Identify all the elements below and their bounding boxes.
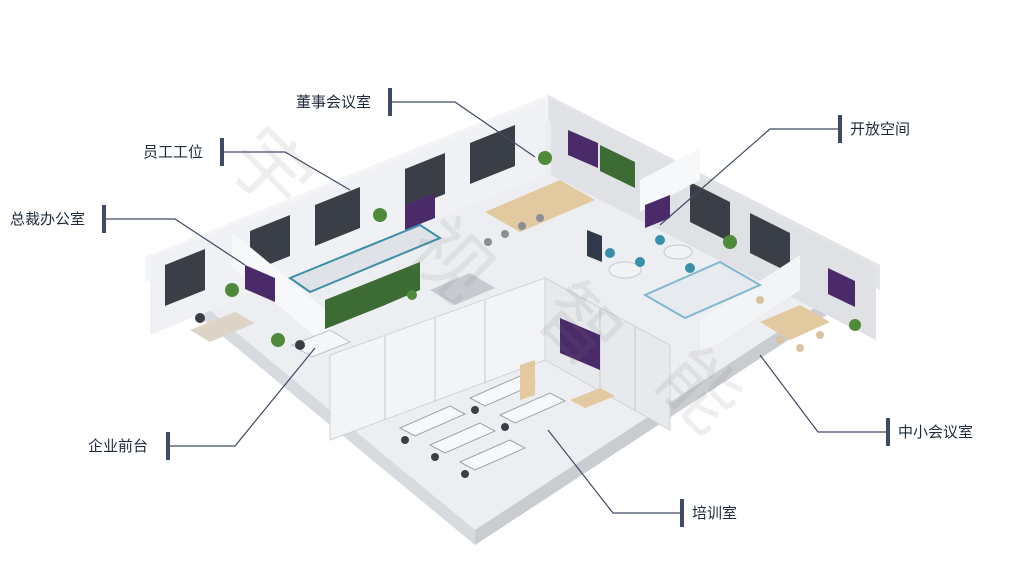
tick-open-space xyxy=(838,115,842,143)
partition-open xyxy=(640,148,700,212)
tick-training xyxy=(680,499,684,527)
tick-staff-desks xyxy=(220,138,224,166)
podium xyxy=(520,360,535,400)
plants xyxy=(225,151,861,347)
tick-meeting-room xyxy=(886,418,890,446)
lounge-sofa xyxy=(430,273,495,305)
tick-board-room xyxy=(388,88,392,116)
ceo-desk xyxy=(190,312,255,342)
floor-edge-right xyxy=(475,265,880,545)
round-table-1 xyxy=(608,261,642,279)
staff-desks xyxy=(287,223,443,294)
glass-dividers xyxy=(384,300,636,420)
windows-right xyxy=(690,182,790,273)
open-desks xyxy=(642,260,763,320)
leader-meeting-room xyxy=(759,354,888,433)
reception-desk xyxy=(290,329,352,358)
partition-meeting xyxy=(700,255,800,355)
round-table-2 xyxy=(663,244,693,260)
leader-ceo-office xyxy=(106,218,246,266)
leader-board-room xyxy=(392,101,536,158)
label-staff-desks: 员工工位 xyxy=(143,143,204,161)
label-ceo-office: 总裁办公室 xyxy=(10,210,86,228)
leader-open-space xyxy=(659,128,838,226)
leader-staff-desks xyxy=(224,151,351,191)
label-training: 培训室 xyxy=(692,504,738,522)
chairs xyxy=(195,214,824,478)
leader-reception xyxy=(168,347,316,447)
wall-screens xyxy=(245,130,855,370)
meeting-table xyxy=(760,305,830,340)
label-open-space: 开放空间 xyxy=(850,120,911,138)
side-table xyxy=(570,388,615,408)
board-table xyxy=(485,180,595,232)
label-meeting-room: 中小会议室 xyxy=(898,423,974,441)
label-board-room: 董事会议室 xyxy=(296,93,372,111)
leader-training xyxy=(547,429,682,514)
label-reception: 企业前台 xyxy=(88,437,149,455)
partition-ceo xyxy=(232,232,332,350)
partition-training-right xyxy=(544,277,671,431)
tick-ceo-office xyxy=(102,205,106,233)
training-desks xyxy=(398,375,567,471)
tick-reception xyxy=(166,432,170,460)
